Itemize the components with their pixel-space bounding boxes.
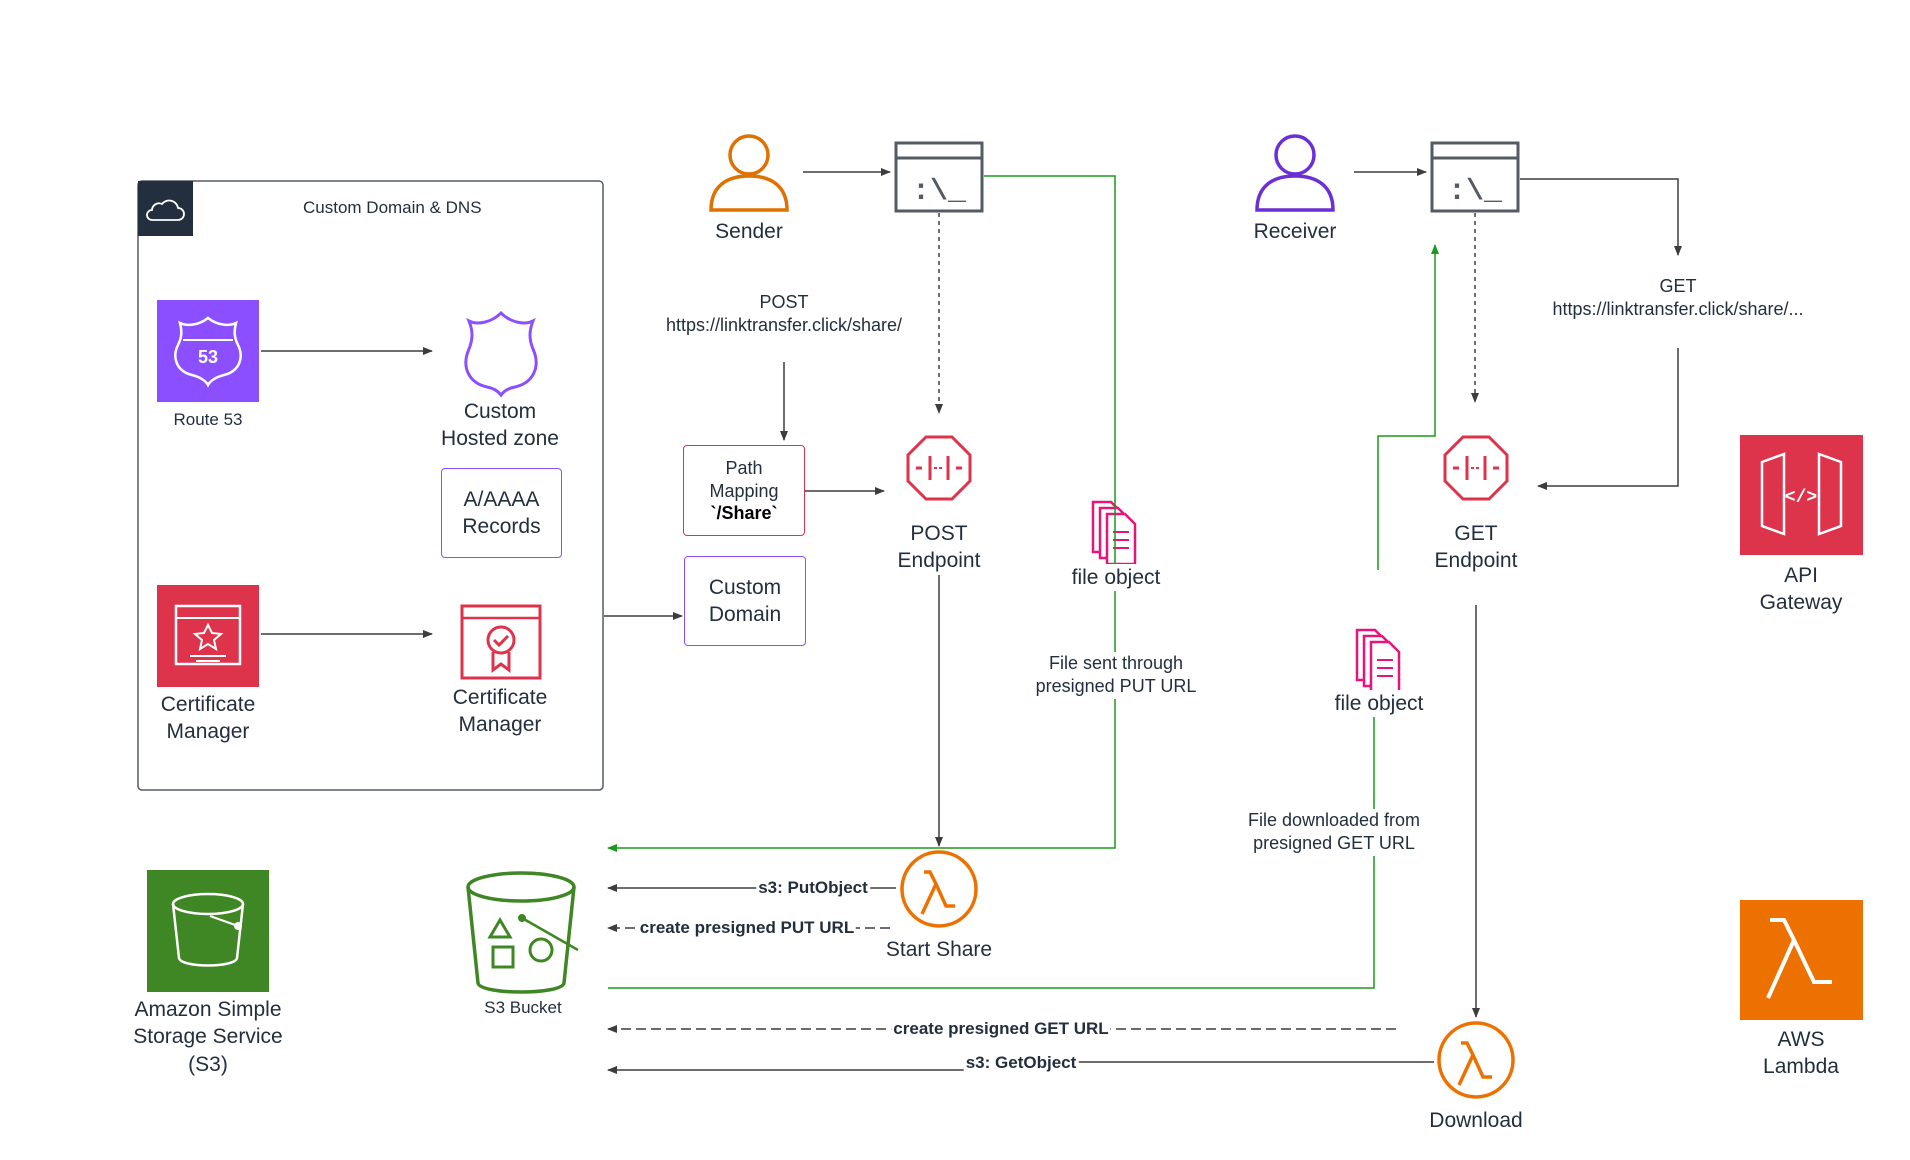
hosted-zone-label: Custom Hosted zone <box>441 400 559 451</box>
file-object-icon <box>1355 628 1401 694</box>
post-request-label: POST https://linktransfer.click/share/ <box>665 292 903 336</box>
records-label: A/AAAA Records <box>462 487 541 538</box>
aws-lambda-label: AWS Lambda <box>1763 1028 1839 1079</box>
path-mapping-path: `/Share` <box>710 503 778 524</box>
sender-label: Sender <box>715 220 783 243</box>
presigned-get-label: create presigned GET URL <box>891 1018 1111 1041</box>
custom-domain-box: Custom Domain <box>684 556 806 646</box>
receiver-terminal-icon: :\_ <box>1430 141 1520 213</box>
s3-getobject-label: s3: GetObject <box>963 1052 1079 1075</box>
post-endpoint-label: POST Endpoint <box>895 520 983 575</box>
start-share-label: Start Share <box>885 938 993 961</box>
route53-icon: 53 <box>157 300 259 402</box>
receiver-user-icon <box>1255 134 1335 212</box>
shield-icon <box>464 310 538 398</box>
path-mapping-box: Path Mapping `/Share` <box>683 445 805 536</box>
get-endpoint-icon <box>1443 435 1509 501</box>
custom-domain-label: Custom Domain <box>708 575 782 626</box>
s3-service-label: Amazon Simple Storage Service (S3) <box>133 998 283 1076</box>
certificate-manager-service-label: Certificate Manager <box>160 693 256 744</box>
api-gateway-label: API Gateway <box>1759 564 1843 615</box>
certificate-resource-icon <box>460 604 542 680</box>
certificate-manager-icon <box>157 585 259 687</box>
file-object-icon <box>1091 500 1137 566</box>
svg-text::\_: :\_ <box>912 175 967 209</box>
cloud-icon <box>146 199 185 221</box>
download-label: Download <box>1429 1109 1523 1132</box>
records-box: A/AAAA Records <box>441 468 562 558</box>
get-request-label: GET https://linktransfer.click/share/... <box>1552 276 1804 320</box>
s3-bucket-label: S3 Bucket <box>484 998 562 1017</box>
aws-lambda-icon <box>1740 900 1863 1020</box>
api-gateway-icon: </> <box>1740 435 1863 555</box>
get-endpoint-label: GET Endpoint <box>1434 522 1518 573</box>
svg-text:53: 53 <box>198 347 218 367</box>
presigned-put-label: create presigned PUT URL <box>637 917 857 940</box>
s3-putobject-label: s3: PutObject <box>756 877 870 900</box>
svg-text:</>: </> <box>1785 488 1817 508</box>
path-mapping-label: Path Mapping <box>709 457 779 501</box>
custom-domain-dns-group <box>137 180 604 791</box>
certificate-manager-resource-label: Certificate Manager <box>452 686 548 737</box>
receiver-label: Receiver <box>1253 220 1337 243</box>
file-object-label: file object <box>1332 690 1426 718</box>
group-title: Custom Domain & DNS <box>303 198 482 217</box>
svg-text::\_: :\_ <box>1448 175 1503 209</box>
file-downloaded-label: File downloaded from presigned GET URL <box>1245 809 1423 856</box>
start-share-lambda-icon <box>900 850 978 928</box>
file-sent-label: File sent through presigned PUT URL <box>1033 652 1199 699</box>
sender-terminal-icon: :\_ <box>894 141 984 213</box>
file-object-label: file object <box>1069 564 1163 592</box>
route53-label: Route 53 <box>173 410 243 429</box>
post-endpoint-icon <box>906 435 972 501</box>
sender-user-icon <box>709 134 789 212</box>
download-lambda-icon <box>1437 1021 1515 1099</box>
s3-service-icon <box>147 870 269 992</box>
s3-bucket-icon <box>466 871 579 994</box>
green-flows <box>607 175 1435 989</box>
